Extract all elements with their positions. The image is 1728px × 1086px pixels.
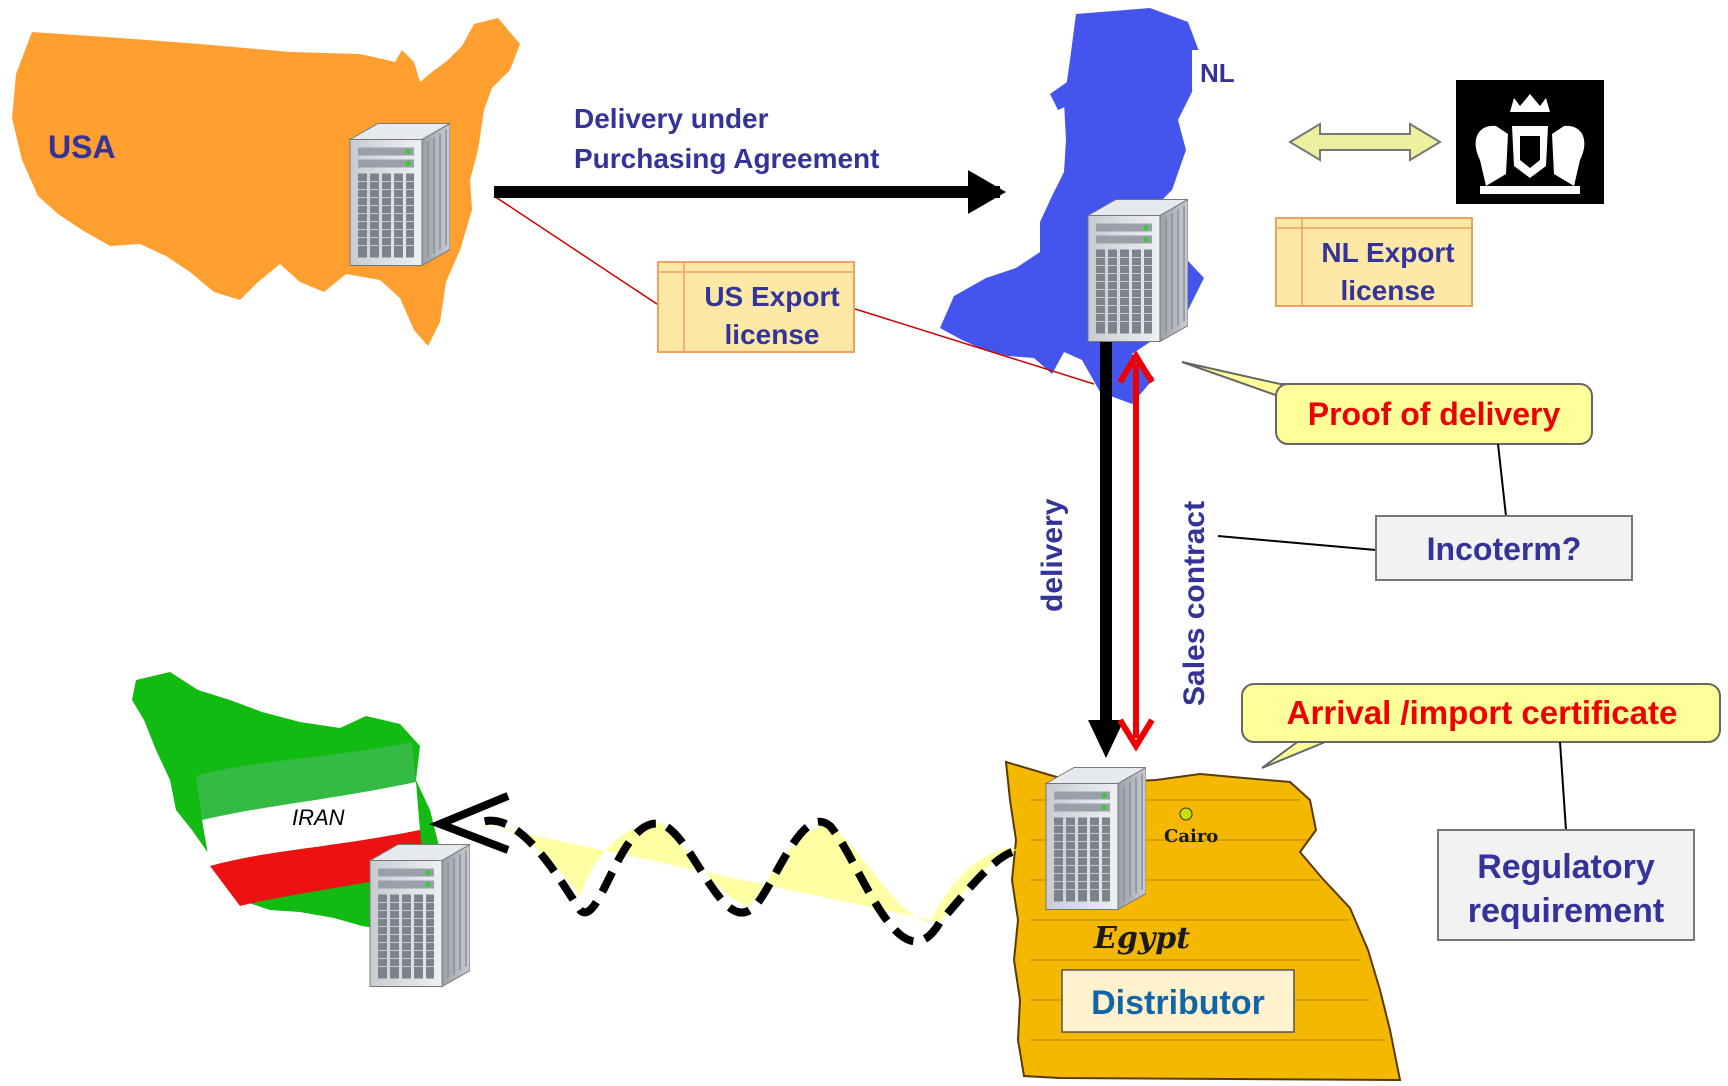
nl-export-license-line1: NL Export bbox=[1321, 237, 1454, 268]
regulatory-connector bbox=[1559, 741, 1567, 831]
usa-label: USA bbox=[48, 129, 116, 165]
purchasing-label-line1: Delivery under bbox=[574, 103, 769, 134]
arrival-certificate-label: Arrival /import certificate bbox=[1287, 694, 1678, 731]
regulatory-line1: Regulatory bbox=[1477, 848, 1655, 886]
nl-emblem-double-arrow bbox=[1288, 122, 1442, 162]
us-license-link-usa bbox=[493, 195, 661, 307]
arrival-certificate-box bbox=[1241, 683, 1721, 743]
sales-contract-label: Sales contract bbox=[1178, 501, 1211, 706]
egypt-server-icon bbox=[1045, 766, 1146, 911]
nl-export-license-line2: license bbox=[1341, 275, 1436, 306]
cairo-label: Cairo bbox=[1164, 826, 1218, 847]
nl-server-icon bbox=[1087, 198, 1188, 343]
nl-government-emblem bbox=[1456, 80, 1604, 204]
incoterm-connector-up bbox=[1497, 443, 1507, 517]
distributor-box bbox=[1061, 969, 1295, 1033]
usa-server-icon bbox=[349, 122, 450, 267]
nl-label-box bbox=[1192, 50, 1244, 90]
regulatory-line2: requirement bbox=[1468, 892, 1665, 930]
sales-contract-arrowhead-bottom bbox=[1117, 718, 1155, 752]
us-export-license-doc bbox=[657, 261, 855, 353]
nl-export-license-doc bbox=[1275, 217, 1473, 307]
incoterm-box bbox=[1375, 515, 1633, 581]
nl-islands bbox=[968, 80, 1080, 322]
iran-flag bbox=[196, 742, 424, 906]
diversion-route-shading bbox=[480, 822, 1018, 922]
purchasing-label-line2: Purchasing Agreement bbox=[574, 143, 879, 174]
us-export-license-line2: license bbox=[725, 319, 820, 350]
incoterm-label: Incoterm? bbox=[1427, 531, 1582, 567]
proof-of-delivery-box bbox=[1275, 383, 1593, 445]
diversion-route bbox=[480, 816, 1014, 946]
iran-flag-label: IRAN bbox=[292, 805, 345, 830]
regulatory-box bbox=[1437, 829, 1695, 941]
proof-of-delivery-callout bbox=[1181, 361, 1287, 400]
nl-label: NL bbox=[1200, 58, 1235, 88]
cairo-marker-icon bbox=[1179, 807, 1193, 821]
us-license-link-nl bbox=[851, 307, 1095, 385]
diversion-arrowhead bbox=[429, 792, 510, 854]
sales-contract-arrowhead-top bbox=[1117, 350, 1155, 384]
proof-of-delivery-label: Proof of delivery bbox=[1308, 396, 1561, 432]
distributor-label: Distributor bbox=[1091, 984, 1265, 1022]
delivery-arrowhead bbox=[1088, 720, 1124, 758]
arrival-certificate-callout bbox=[1261, 739, 1331, 769]
egypt-label: Egypt bbox=[1093, 921, 1190, 956]
delivery-label: delivery bbox=[1036, 498, 1069, 612]
incoterm-connector-left bbox=[1217, 535, 1377, 551]
iran-server-icon bbox=[369, 843, 470, 988]
purchasing-agreement-arrowhead bbox=[968, 170, 1006, 214]
us-export-license-line1: US Export bbox=[704, 281, 839, 312]
